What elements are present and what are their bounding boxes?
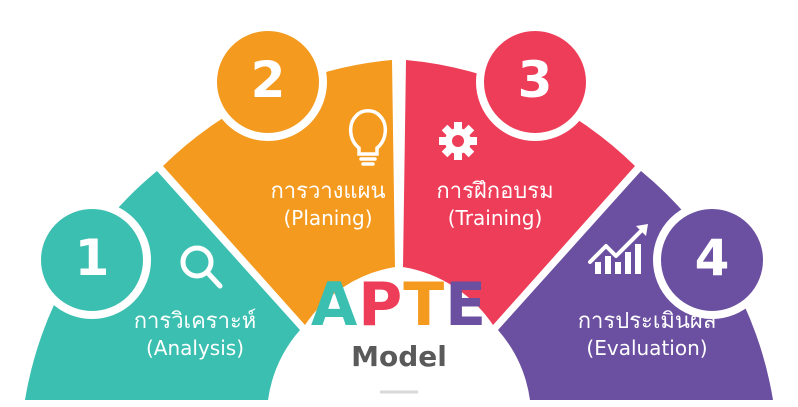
step-number-1: 1 bbox=[74, 229, 110, 287]
circle-4 bbox=[653, 201, 771, 319]
step-number-2: 2 bbox=[250, 51, 286, 109]
label-analysis-english: (Analysis) bbox=[145, 335, 244, 360]
label-training-english: (Training) bbox=[447, 205, 543, 230]
step-number-3: 3 bbox=[517, 51, 553, 109]
label-training: การฝึกอบรม (Training) bbox=[425, 178, 565, 231]
model-subtitle: Model bbox=[351, 340, 447, 373]
circle-3 bbox=[476, 23, 594, 141]
title-letter-e: E bbox=[445, 270, 488, 340]
label-planing-thai: การวางแผน bbox=[270, 179, 386, 204]
apte-title: APTE bbox=[289, 272, 509, 338]
title-letter-p: P bbox=[358, 270, 404, 340]
title-letter-t: T bbox=[403, 270, 446, 340]
magnifier-icon bbox=[180, 245, 223, 289]
label-planing-english: (Planing) bbox=[283, 205, 373, 230]
label-analysis-thai: การวิเคราะห์ bbox=[133, 309, 257, 334]
label-evaluation-thai: การประเมินผล bbox=[577, 309, 717, 334]
circle-1 bbox=[33, 201, 151, 319]
segment-planing bbox=[163, 60, 395, 325]
label-planing: การวางแผน (Planing) bbox=[258, 178, 398, 231]
label-analysis: การวิเคราะห์ (Analysis) bbox=[115, 308, 275, 361]
label-training-thai: การฝึกอบรม bbox=[436, 179, 554, 204]
gear-icon bbox=[439, 122, 477, 160]
segment-analysis bbox=[25, 171, 300, 400]
circle-2 bbox=[209, 23, 327, 141]
step-number-4: 4 bbox=[694, 229, 730, 287]
label-evaluation-english: (Evaluation) bbox=[586, 335, 708, 360]
lightbulb-icon bbox=[349, 109, 387, 166]
segment-evaluation bbox=[498, 171, 773, 400]
growth-chart-icon bbox=[588, 224, 648, 274]
label-evaluation: การประเมินผล (Evaluation) bbox=[562, 308, 732, 361]
title-letter-a: A bbox=[310, 270, 359, 340]
